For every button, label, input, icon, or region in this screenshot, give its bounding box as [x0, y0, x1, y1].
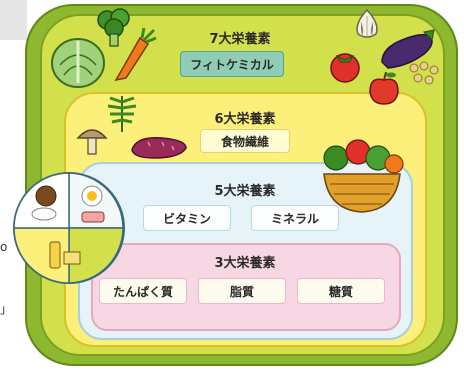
mushroom-icon — [76, 129, 108, 155]
mineral-label: ミネラル — [251, 205, 339, 231]
protein-label: たんぱく質 — [99, 278, 187, 304]
garlic-icon — [356, 8, 378, 38]
vitamin-label: ビタミン — [143, 205, 231, 231]
sugar-label: 糖質 — [297, 278, 385, 304]
tomato-icon — [330, 53, 360, 83]
layer-3-title: 3大栄養素 — [214, 256, 276, 271]
soybeans-icon — [409, 61, 439, 85]
edge-fragment: 」 — [0, 302, 13, 316]
dietary-fiber-label: 食物繊維 — [200, 129, 290, 153]
layer-7-title: 7大栄養素 — [209, 32, 271, 47]
sweet-potato-icon — [131, 137, 187, 159]
vegetable-basket-icon — [323, 139, 404, 213]
food-plate-icon — [13, 172, 125, 284]
eggplant-icon — [381, 29, 435, 69]
layer-6-title: 6大栄養素 — [214, 112, 276, 127]
layer-5-title: 5大栄養素 — [214, 184, 276, 199]
apple-icon — [369, 71, 399, 105]
edge-fragment: o — [0, 240, 8, 254]
herb-icon — [107, 96, 137, 132]
phytochemical-label: フィトケミカル — [180, 51, 284, 77]
cabbage-icon — [51, 38, 105, 88]
fat-label: 脂質 — [198, 278, 286, 304]
carrot-icon — [114, 27, 157, 82]
broccoli-icon — [97, 8, 130, 47]
tab-corner — [0, 0, 27, 40]
